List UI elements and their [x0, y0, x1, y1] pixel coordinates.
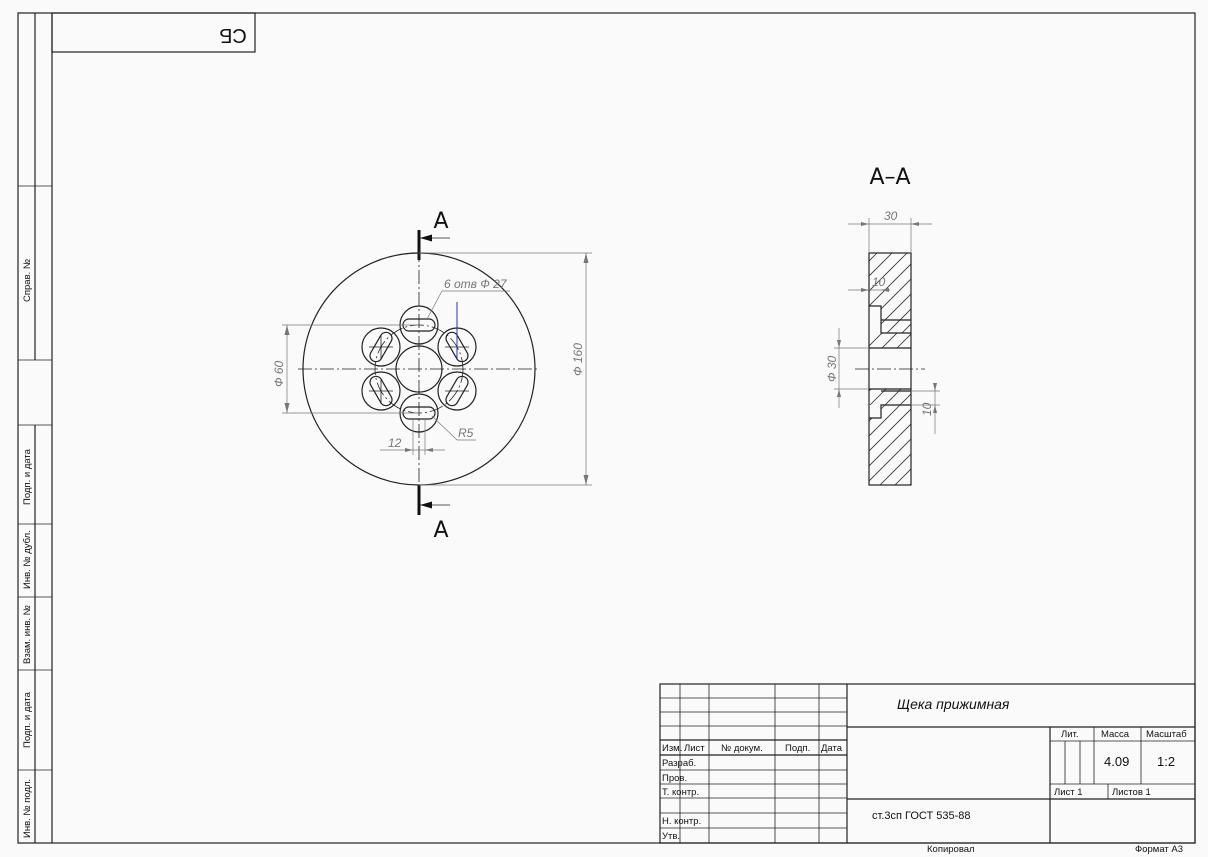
col-podp: Подп. — [785, 743, 810, 754]
side-label-podp-data-bottom: Подп. и дата — [22, 691, 33, 748]
side-label-inv-dubl: Инв. № дубл. — [22, 530, 33, 589]
scale-label: Масштаб — [1146, 729, 1187, 740]
format-label: Формат А3 — [1135, 844, 1183, 855]
part-name: Щека прижимная — [897, 696, 1010, 712]
dim-bore: Ф 30 — [825, 355, 839, 382]
top-stamp-text: СБ — [219, 24, 247, 46]
side-label-podp-data-top: Подп. и дата — [22, 448, 33, 505]
dim-slot-width: 12 — [388, 436, 402, 450]
section-mark-bottom: А — [433, 518, 448, 543]
section-view: А–А — [825, 165, 940, 486]
top-stamp-box — [51, 12, 256, 53]
col-izm: Изм. — [662, 743, 682, 754]
row-t-kontr: Т. контр. — [662, 787, 699, 798]
dim-bottom-step: 10 — [920, 402, 934, 416]
dim-thickness: 30 — [884, 209, 898, 223]
front-view: А А — [272, 209, 592, 543]
dim-top-step: 10 — [872, 275, 886, 289]
section-mark-top: А — [433, 209, 448, 234]
hole-lower-left — [361, 371, 401, 411]
copied-label: Копировал — [927, 844, 975, 855]
row-n-kontr: Н. контр. — [662, 816, 701, 827]
hole-lower-right — [437, 371, 477, 411]
row-razrab: Разраб. — [662, 758, 696, 769]
row-utv: Утв. — [662, 831, 680, 842]
mass-value: 4.09 — [1104, 754, 1129, 769]
side-label-inv-podl: Инв. № подл. — [22, 779, 33, 838]
sheet-label: Лист 1 — [1054, 787, 1083, 798]
title-block: Щека прижимная ст.3сп ГОСТ 535-88 Изм. Л… — [659, 683, 1196, 844]
side-label-sprav: Справ. № — [22, 259, 33, 302]
mass-label: Масса — [1101, 729, 1130, 740]
dim-bolt-circle: Ф 60 — [272, 360, 286, 387]
dim-outer-diameter: Ф 160 — [571, 343, 585, 376]
material: ст.3сп ГОСТ 535-88 — [872, 810, 971, 822]
sheets-label: Листов 1 — [1112, 787, 1151, 798]
col-dokum: № докум. — [721, 743, 763, 754]
hole-upper-left — [361, 327, 401, 367]
scale-value: 1:2 — [1157, 754, 1175, 769]
note-holes: 6 отв Ф 27 — [444, 277, 508, 291]
dim-radius: R5 — [458, 426, 474, 440]
col-data: Дата — [821, 743, 843, 754]
col-list: Лист — [684, 743, 705, 754]
side-label-vzam-inv: Взам. инв. № — [22, 605, 33, 664]
lit-label: Лит. — [1061, 729, 1078, 740]
section-title: А–А — [869, 165, 910, 190]
row-prov: Пров. — [662, 773, 687, 784]
outer-frame — [17, 12, 1196, 844]
